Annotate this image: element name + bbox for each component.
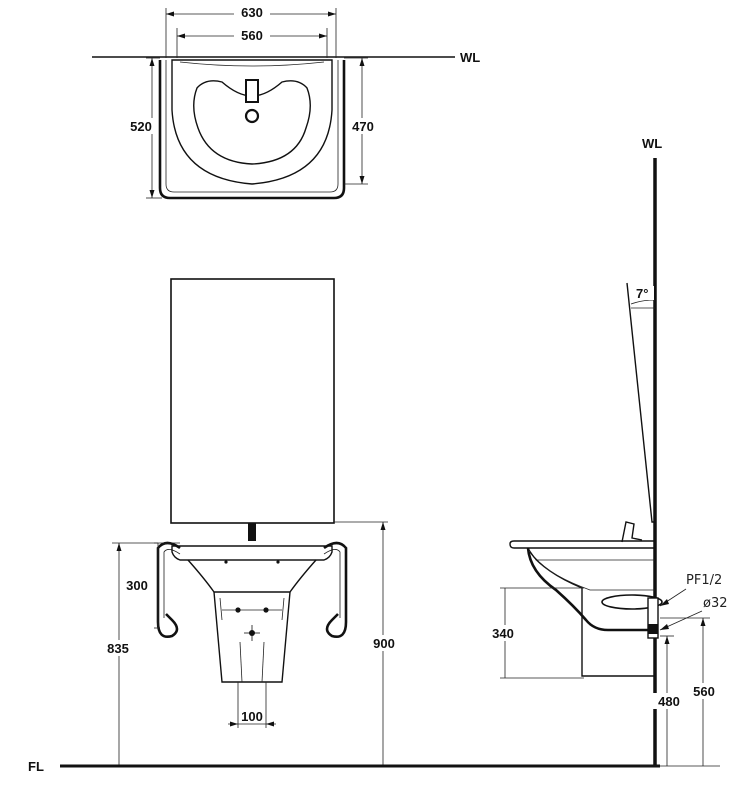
svg-text:340: 340 — [492, 626, 514, 641]
dim-front-rail-height: 300 — [120, 542, 180, 629]
top-basin-outline — [171, 59, 333, 185]
side-view: WL 7° PF1/2 ø32 — [486, 136, 728, 766]
svg-text:900: 900 — [373, 636, 395, 651]
side-bowl — [601, 594, 663, 610]
front-basin-bowl — [187, 559, 317, 593]
dim-top-width-inner: 560 — [176, 28, 328, 58]
svg-text:560: 560 — [693, 684, 715, 699]
front-grab-rail-left — [156, 541, 181, 638]
front-mirror — [170, 278, 335, 524]
angle-7: 7° — [630, 286, 656, 305]
svg-text:PF1/2: PF1/2 — [686, 573, 722, 588]
top-wall-label: WL — [460, 50, 480, 65]
top-tap — [245, 79, 259, 103]
dim-top-depth-right: 470 — [344, 57, 380, 185]
svg-text:520: 520 — [130, 119, 152, 134]
top-view: WL 630 560 — [92, 5, 480, 200]
connection-labels: PF1/2 ø32 — [659, 573, 728, 631]
top-basin-bowl — [193, 80, 311, 165]
front-fixings — [224, 560, 280, 641]
svg-text:630: 630 — [241, 5, 263, 20]
svg-text:ø32: ø32 — [703, 596, 728, 611]
dim-front-total-height: 900 — [334, 521, 402, 766]
svg-text:835: 835 — [107, 641, 129, 656]
dim-side-outlet-height: 560 — [660, 617, 722, 766]
side-basin-rim — [509, 540, 656, 549]
side-grab-rail — [526, 547, 655, 632]
dim-front-pedestal-width: 100 — [228, 682, 276, 728]
dim-side-drain-height: 480 — [652, 635, 686, 766]
front-basin-rim — [171, 545, 333, 561]
svg-text:100: 100 — [241, 709, 263, 724]
svg-text:470: 470 — [352, 119, 374, 134]
svg-text:480: 480 — [658, 694, 680, 709]
side-mirror — [626, 282, 656, 523]
dim-top-depth-left: 520 — [124, 57, 162, 199]
dim-front-rim-height: 835 — [100, 542, 158, 766]
front-view: 300 835 900 100 — [100, 278, 402, 766]
side-wall-label: WL — [642, 136, 662, 151]
dim-top-width-outer: 630 — [165, 5, 337, 58]
svg-text:560: 560 — [241, 28, 263, 43]
front-pedestal — [213, 591, 291, 683]
top-drain — [244, 108, 260, 124]
side-faucet — [621, 521, 643, 543]
dim-side-bowl-height: 340 — [486, 587, 584, 679]
top-grab-rail — [158, 60, 346, 200]
svg-text:7°: 7° — [636, 286, 648, 301]
floor-label: FL — [28, 759, 44, 774]
floor: FL — [28, 759, 720, 774]
svg-text:300: 300 — [126, 578, 148, 593]
front-grab-rail-right — [323, 541, 348, 638]
